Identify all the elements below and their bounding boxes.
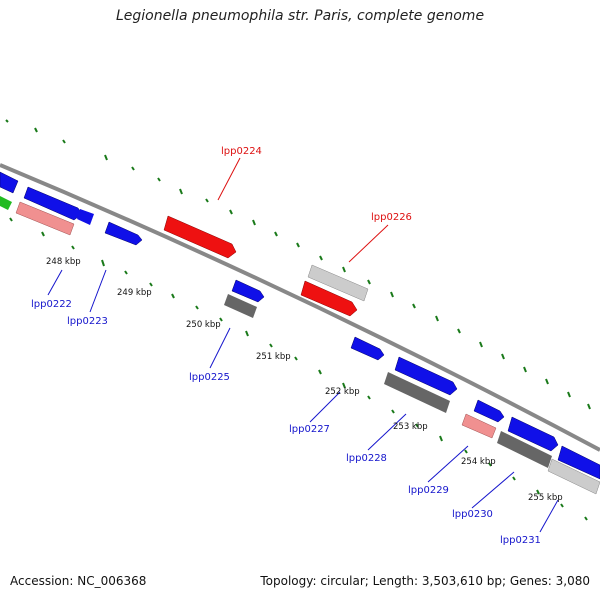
genome-backbone: [0, 163, 600, 452]
kbp-label: 254 kbp: [461, 457, 496, 467]
gene-arrow[interactable]: [473, 399, 505, 423]
kbp-label: 248 kbp: [46, 257, 81, 267]
gene-arrow[interactable]: [231, 279, 265, 303]
outer-tick-ring: [5, 119, 591, 410]
gene-arrow-pink[interactable]: [15, 201, 75, 236]
gene-arrow[interactable]: [557, 445, 600, 480]
gene-arrow-gray[interactable]: [384, 372, 450, 413]
genome-summary-text: Topology: circular; Length: 3,503,610 bp…: [260, 574, 590, 588]
gene-label-lpp0222[interactable]: lpp0222: [31, 299, 72, 310]
gene-label-lpp0229[interactable]: lpp0229: [408, 485, 449, 496]
kbp-labels: 248 kbp 249 kbp 250 kbp 251 kbp 252 kbp …: [46, 257, 563, 503]
gene-arrow-green[interactable]: [0, 196, 12, 210]
gene-arrow-gray[interactable]: [224, 294, 257, 318]
kbp-label: 250 kbp: [186, 320, 221, 330]
gene-arrow-gray[interactable]: [497, 431, 552, 468]
gene-label-lpp0223[interactable]: lpp0223: [67, 316, 108, 327]
gene-arrow[interactable]: [77, 209, 94, 225]
map-title: Legionella pneumophila str. Paris, compl…: [115, 8, 485, 24]
gene-label-lpp0231[interactable]: lpp0231: [500, 535, 541, 546]
gene-arrow[interactable]: [350, 336, 385, 361]
accession-text: Accession: NC_006368: [10, 574, 147, 588]
gene-label-lpp0224[interactable]: lpp0224: [221, 146, 262, 157]
gene-arrow-lightgray[interactable]: [547, 458, 600, 495]
kbp-label: 249 kbp: [117, 288, 152, 298]
gene-arrow-red[interactable]: [300, 280, 358, 317]
kbp-label: 255 kbp: [528, 493, 563, 503]
leader-lines: [47, 157, 559, 533]
inner-tick-ring: [9, 217, 588, 521]
gene-arrow[interactable]: [394, 356, 458, 396]
kbp-label: 252 kbp: [325, 387, 360, 397]
gene-arrow-pink[interactable]: [461, 413, 497, 439]
kbp-label: 253 kbp: [393, 422, 428, 432]
gene-label-lpp0225[interactable]: lpp0225: [189, 372, 230, 383]
gene-arrow[interactable]: [507, 416, 559, 452]
gene-features: [0, 171, 600, 495]
gene-arrow[interactable]: [0, 171, 19, 194]
gene-label-lpp0228[interactable]: lpp0228: [346, 453, 387, 464]
gene-label-lpp0227[interactable]: lpp0227: [289, 424, 330, 435]
gene-arrow[interactable]: [104, 221, 143, 246]
gene-labels: lpp0224 lpp0226 lpp0222 lpp0223 lpp0225 …: [31, 146, 541, 546]
kbp-label: 251 kbp: [256, 352, 291, 362]
gene-label-lpp0230[interactable]: lpp0230: [452, 509, 493, 520]
gene-arrow-red[interactable]: [163, 215, 237, 259]
gene-arrow-lightgray[interactable]: [307, 264, 369, 302]
gene-label-lpp0226[interactable]: lpp0226: [371, 212, 412, 223]
